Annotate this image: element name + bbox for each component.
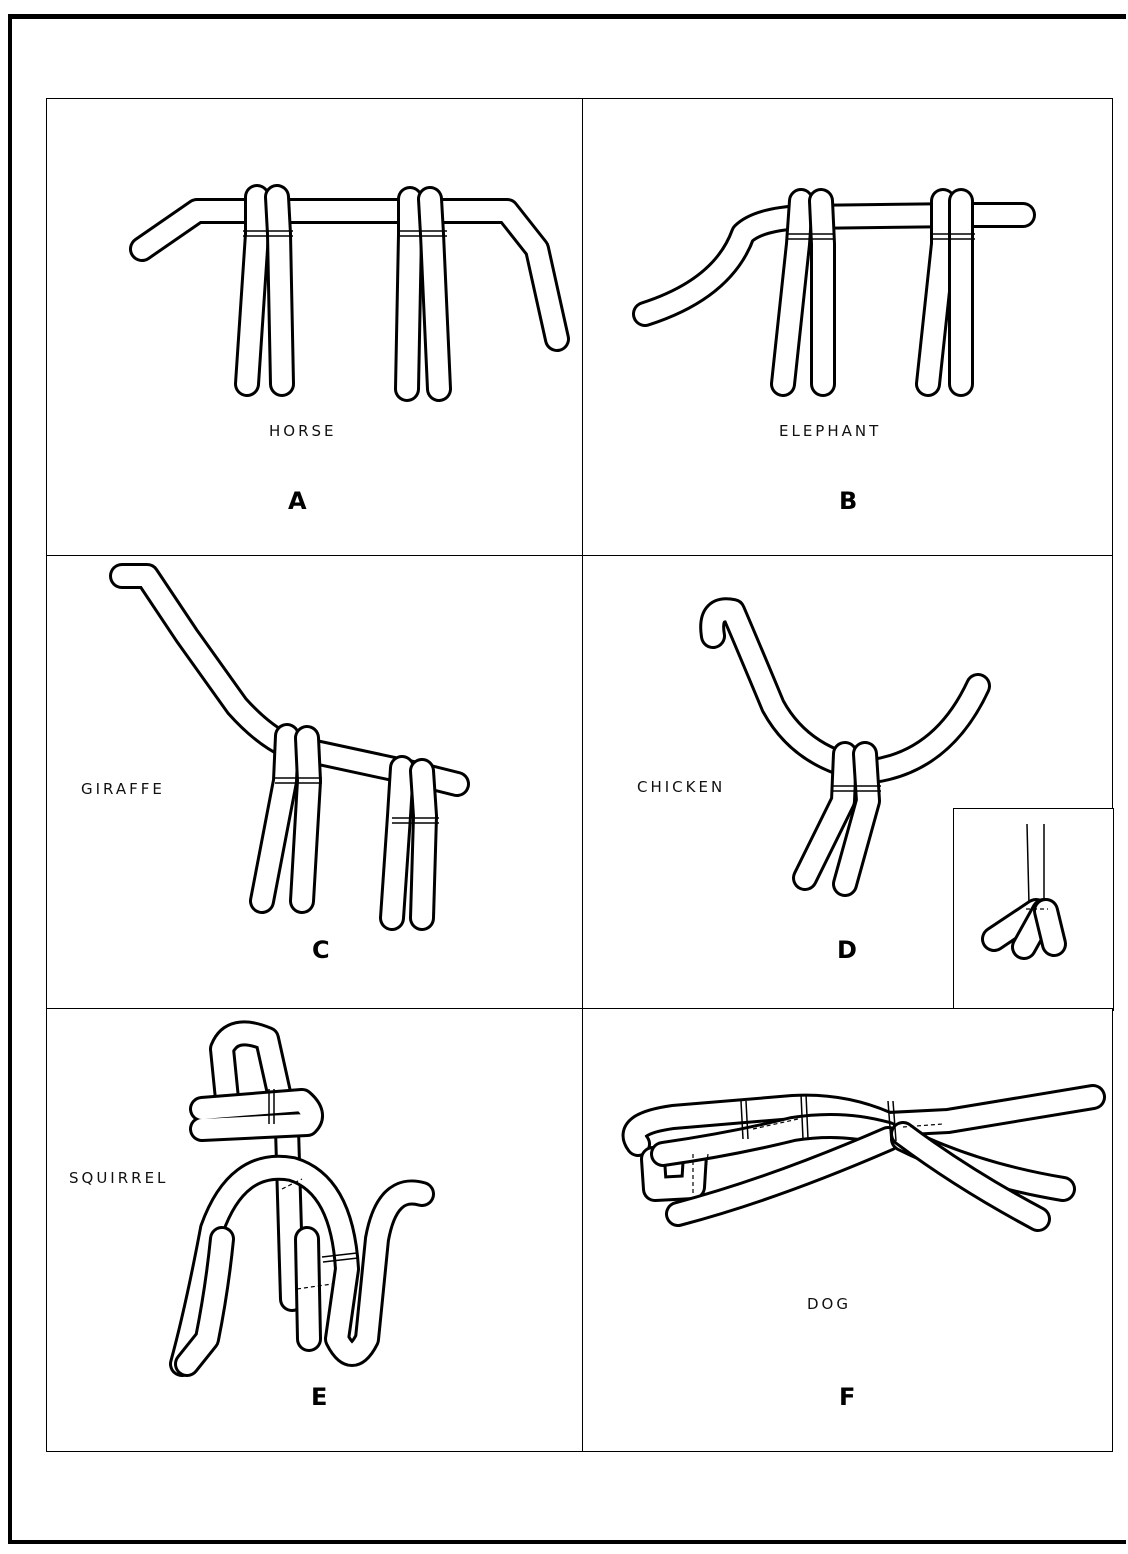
horse-body-tube bbox=[142, 211, 557, 339]
elephant-front-legs bbox=[783, 201, 823, 384]
animal-label: CHICKEN bbox=[637, 778, 725, 796]
panel-letter: E bbox=[311, 1383, 327, 1411]
panel-letter: A bbox=[288, 487, 307, 515]
panel-giraffe: GIRAFFE C bbox=[46, 555, 583, 1010]
panel-chicken: CHICKEN D bbox=[582, 555, 1113, 1010]
animal-label: SQUIRREL bbox=[69, 1169, 168, 1187]
panel-horse: HORSE A bbox=[46, 98, 583, 556]
panel-letter: C bbox=[312, 936, 330, 964]
horse-front-legs bbox=[247, 197, 282, 384]
animal-label: ELEPHANT bbox=[779, 422, 881, 440]
panel-squirrel: SQUIRREL E bbox=[46, 1008, 583, 1452]
animal-label: DOG bbox=[807, 1295, 851, 1313]
chicken-foot-detail bbox=[954, 809, 1115, 1012]
horse-drawing bbox=[47, 99, 584, 557]
giraffe-front-legs bbox=[262, 736, 309, 901]
horse-back-legs bbox=[407, 199, 439, 389]
chicken-legs bbox=[805, 754, 868, 884]
panel-letter: D bbox=[837, 936, 857, 964]
squirrel-arms bbox=[202, 1101, 311, 1129]
foot-leg-lines bbox=[1027, 824, 1044, 904]
panel-dog: DOG F bbox=[582, 1008, 1113, 1452]
chicken-foot-inset bbox=[953, 808, 1114, 1011]
giraffe-back-legs bbox=[392, 768, 425, 918]
dog-back-legs bbox=[903, 1134, 1063, 1219]
elephant-back-legs bbox=[928, 201, 961, 384]
panel-letter: B bbox=[839, 487, 857, 515]
animal-label: HORSE bbox=[269, 422, 337, 440]
animal-label: GIRAFFE bbox=[81, 780, 165, 798]
panel-elephant: ELEPHANT B bbox=[582, 98, 1113, 556]
panel-letter: F bbox=[839, 1383, 855, 1411]
foot-toes bbox=[994, 911, 1054, 947]
